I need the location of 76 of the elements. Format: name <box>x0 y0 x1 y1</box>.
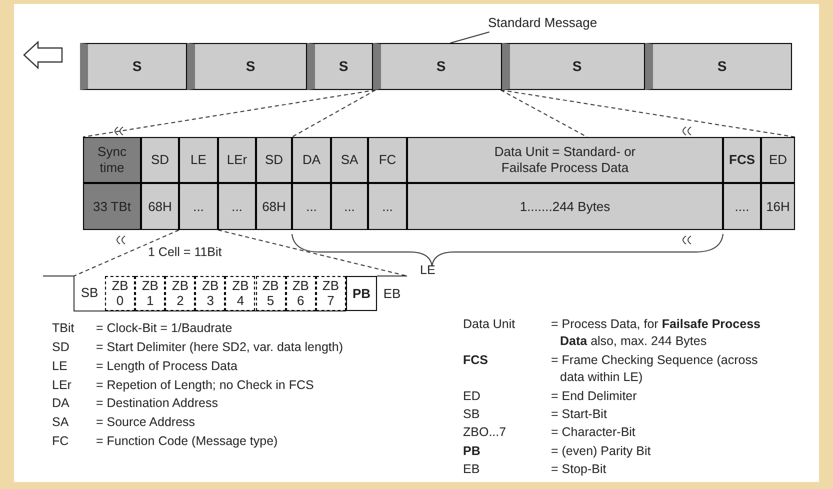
definition-text: = Function Code (Message type) <box>96 433 279 450</box>
definition-text: = Frame Checking Sequence (across data within LE) <box>551 352 759 386</box>
leader-line <box>450 32 490 44</box>
frame-cell: ... <box>368 183 407 230</box>
frame-cell: SA <box>331 137 368 183</box>
frame-cell: FCS <box>723 137 761 183</box>
definition-text: = (even) Parity Bit <box>551 443 652 460</box>
abbreviation-text: TBit <box>52 320 76 337</box>
frame-cell: FC <box>368 137 407 183</box>
bit-cell: EB <box>377 276 407 311</box>
definition-text: = Start Delimiter (here SD2, var. data length) <box>96 339 344 356</box>
character-bit-cell: ZB 6 <box>286 276 316 311</box>
projection-line <box>218 230 408 276</box>
abbreviation-text: SB <box>463 406 481 423</box>
abbreviation-text: LEr <box>52 377 72 394</box>
character-bit-cell: ZB 0 <box>105 276 136 311</box>
sync-time-cell: 33 TBt <box>83 183 141 230</box>
character-bit-cell: ZB 2 <box>165 276 196 311</box>
annotation-text: LE <box>420 262 436 279</box>
definition-text: = End Delimiter <box>551 388 638 405</box>
abbreviation-text: ZBO...7 <box>463 424 508 441</box>
projection-line <box>74 230 180 276</box>
frame-cell: Data Unit = Standard- or Failsafe Process Data <box>407 137 723 183</box>
frame-cell: LEr <box>218 137 256 183</box>
frame-cell: .... <box>723 183 761 230</box>
frame-cell: 1.......244 Bytes <box>407 183 723 230</box>
definition-text: = Repetion of Length; no Check in FCS <box>96 377 315 394</box>
abbreviation-text: PB <box>463 443 482 460</box>
definition-text: = Destination Address <box>96 395 219 412</box>
message-segment: S <box>80 43 187 90</box>
projection-line <box>500 90 796 138</box>
frame-cell: ... <box>331 183 368 230</box>
frame-cell: ... <box>218 183 256 230</box>
abbreviation-text: ED <box>463 388 482 405</box>
annotation-text: 1 Cell = 11Bit <box>148 244 223 261</box>
definition-text: = Length of Process Data <box>96 358 238 375</box>
frame-cell: ... <box>292 183 331 230</box>
sync-time-cell: Sync time <box>83 137 141 183</box>
parity-bit-cell: PB <box>346 276 377 311</box>
abbreviation-text: DA <box>52 395 70 412</box>
frame-cell: ... <box>179 183 218 230</box>
projection-line <box>292 90 376 138</box>
message-segment: S <box>645 43 792 90</box>
projection-line <box>82 90 376 138</box>
definition-text: = Source Address <box>96 414 196 431</box>
message-segment: S <box>373 43 502 90</box>
character-bit-cell: ZB 3 <box>195 276 226 311</box>
definition-text: = Stop-Bit <box>551 461 608 478</box>
character-bit-cell: ZB 5 <box>256 276 286 311</box>
definition-text: = Clock-Bit = 1/Baudrate <box>96 320 234 337</box>
message-segment: S <box>502 43 645 90</box>
character-bit-cell: ZB 7 <box>316 276 346 311</box>
frame-cell: 68H <box>141 183 179 230</box>
message-segment: S <box>307 43 373 90</box>
abbreviation-text: LE <box>52 358 68 375</box>
message-segment: S <box>187 43 307 90</box>
frame-cell: SD <box>256 137 292 183</box>
frame-cell: ED <box>761 137 795 183</box>
frame-cell: LE <box>179 137 218 183</box>
abbreviation-text: SD <box>52 339 70 356</box>
definition-text: = Process Data, for Failsafe Process Data also, max. 244 Bytes <box>551 316 762 350</box>
abbreviation-text: SA <box>52 414 70 431</box>
message-label: Standard Message <box>488 14 618 32</box>
definition-text: = Character-Bit <box>551 424 636 441</box>
abbreviation-text: EB <box>463 461 481 478</box>
frame-cell: 68H <box>256 183 292 230</box>
abbreviation-text: FC <box>52 433 70 450</box>
abbreviation-text: FCS <box>463 352 489 369</box>
abbreviation-text: Data Unit <box>463 316 516 333</box>
frame-cell: DA <box>292 137 331 183</box>
character-bit-cell: ZB 4 <box>225 276 256 311</box>
frame-cell: SD <box>141 137 179 183</box>
bit-cell: SB <box>74 276 105 311</box>
character-bit-cell: ZB 1 <box>135 276 166 311</box>
definition-text: = Start-Bit <box>551 406 608 423</box>
frame-cell: 16H <box>761 183 795 230</box>
